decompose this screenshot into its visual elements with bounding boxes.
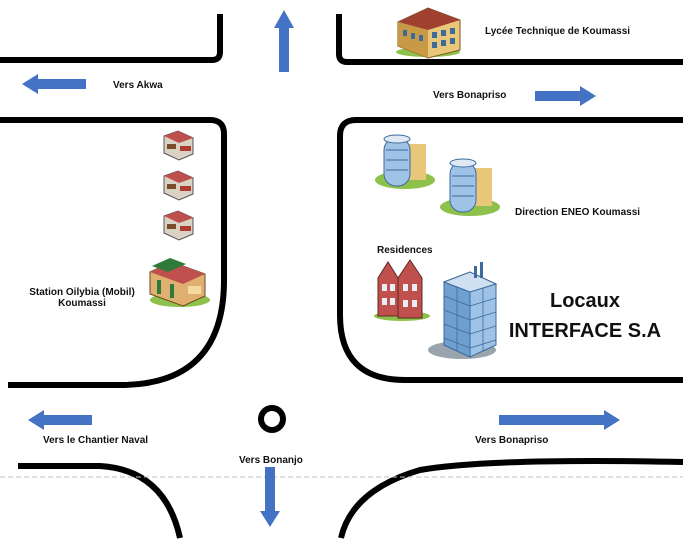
vers-chantier-label: Vers le Chantier Naval [43, 435, 149, 446]
gas-station-icon [149, 258, 210, 307]
vers-bonapriso-top-label: Vers Bonapriso [433, 90, 507, 101]
direction-eneo-label: Direction ENEO Koumassi [515, 207, 641, 218]
arrow-left-akwa [22, 74, 86, 94]
locaux-label: Locaux INTERFACE S.A [500, 286, 670, 346]
skyscraper-icon [428, 262, 498, 359]
school-building-icon [396, 7, 461, 59]
small-shop-icon [163, 210, 194, 241]
arrow-right-bonapriso-bottom [499, 410, 620, 430]
road-edge-bottom-right [338, 458, 683, 539]
station-label-line1: Station Oilybia (Mobil) [29, 287, 135, 298]
office-tower-icon [375, 134, 435, 189]
vers-bonapriso-bottom-label: Vers Bonapriso [475, 435, 549, 446]
arrow-left-chantier [28, 410, 92, 430]
roundabout-icon [258, 405, 286, 433]
residences-label: Residences [377, 245, 433, 256]
vers-bonanjo-label: Vers Bonanjo [239, 455, 303, 466]
locaux-label-line2: INTERFACE S.A [508, 320, 662, 342]
road-edge-right-block [337, 117, 683, 383]
station-label-line2: Koumassi [58, 298, 106, 309]
road-edge-bottom-left [18, 463, 183, 539]
small-shop-icon [163, 130, 194, 161]
station-label: Station Oilybia (Mobil) Koumassi [22, 287, 142, 309]
arrow-up [274, 10, 294, 72]
office-tower-icon [440, 158, 500, 216]
arrow-right-bonapriso-top [535, 86, 596, 106]
locaux-label-line1: Locaux [549, 290, 621, 312]
small-shop-icon [163, 170, 194, 201]
vers-akwa-label: Vers Akwa [113, 80, 163, 91]
road-edge-top-right [336, 14, 683, 65]
lycee-label: Lycée Technique de Koumassi [485, 26, 631, 37]
houses-icon [374, 259, 430, 321]
arrow-down-bonanjo [260, 467, 280, 527]
road-edge-left-block [0, 117, 227, 388]
road-edge-top-left [0, 14, 223, 63]
